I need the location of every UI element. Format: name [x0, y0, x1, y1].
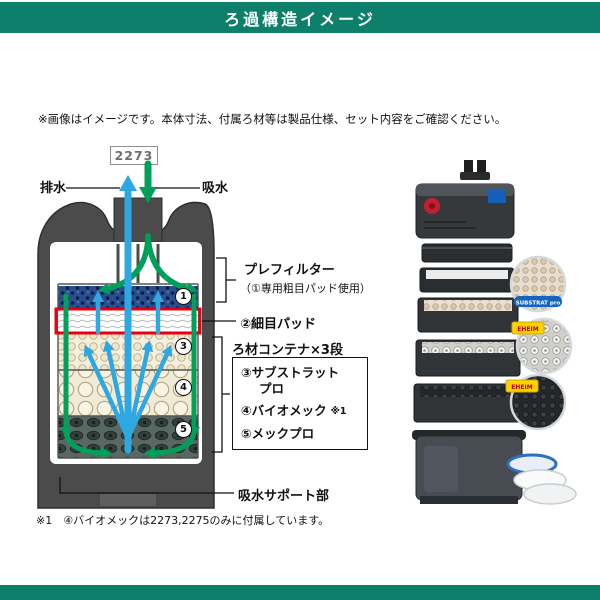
outflow-flow-arrows: [83, 175, 173, 454]
intake-flow-arrows: [60, 160, 200, 459]
media-row-biomech: ④バイオメック※1: [241, 403, 361, 419]
media-substrat-line2: プロ: [259, 380, 285, 396]
media-row-substrat: ③サブストラット プロ: [241, 365, 361, 396]
filter-cross-section-diagram: [37, 160, 236, 509]
brand-tag-label: EHEIM: [517, 326, 538, 333]
support-label: 吸水サポート部: [238, 489, 330, 504]
layer-badge-4: 4: [175, 379, 192, 396]
brand-tag-label: EHEIM: [511, 384, 532, 391]
layer-badge-3: 3: [175, 338, 192, 355]
canister: [412, 430, 526, 504]
footnote: ※1 ④バイオメックは2273,2275のみに付属しています。: [36, 514, 330, 527]
media-mech-label: ⑤メックプロ: [241, 425, 315, 441]
leader-lines: [59, 187, 236, 494]
lid-tray: [421, 243, 513, 263]
gasket-and-pads: [506, 453, 577, 505]
pump-head: [415, 183, 515, 239]
fine-pad-tray: [419, 267, 515, 293]
inflow-label: 吸水: [202, 181, 229, 196]
outflow-label: 排水: [40, 181, 67, 196]
media-inset-rings: EHEIM: [511, 317, 573, 375]
container-title: ろ材コンテナ×3段: [232, 343, 343, 358]
substrat-label: SUBSTRAT pro: [516, 301, 561, 307]
page-title: ろ過構造イメージ: [224, 9, 376, 29]
media-row-mech: ⑤メックプロ: [241, 426, 361, 442]
media-biomech-footnote-ref: ※1: [330, 406, 347, 418]
container-bracket: [212, 336, 230, 453]
product-exploded-view: SUBSTRAT pro EHEIM EHEIM: [412, 160, 577, 505]
media-basket-1: [417, 297, 519, 333]
prefilter-title: プレフィルター: [244, 263, 335, 278]
fine-pad-label: ②細目パッド: [240, 317, 317, 332]
media-substrat-line1: ③サブストラット: [241, 365, 340, 380]
media-biomech-label: ④バイオメック: [241, 403, 327, 419]
media-inset-substrat: SUBSTRAT pro: [509, 255, 567, 313]
prefilter-subtitle: （①専用粗目パッド使用）: [240, 282, 371, 295]
footer-bar: [0, 585, 600, 600]
disclaimer-note: ※画像はイメージです。本体寸法、付属ろ材等は製品仕様、セット内容をご確認ください…: [38, 112, 507, 126]
layer-badge-5: 5: [175, 421, 192, 438]
media-list-box: ③サブストラット プロ ④バイオメック※1 ⑤メックプロ: [232, 357, 368, 450]
prefilter-bracket: [216, 257, 236, 303]
model-number-badge: 2273: [110, 146, 158, 165]
layer-badge-1: 1: [175, 288, 192, 305]
media-inset-mech: EHEIM: [505, 373, 567, 431]
header-bar: ろ過構造イメージ: [0, 2, 600, 33]
support-leader: [59, 477, 234, 494]
media-basket-2: [415, 339, 521, 377]
brand-chip: [488, 190, 506, 203]
hose-connector: [460, 160, 490, 180]
